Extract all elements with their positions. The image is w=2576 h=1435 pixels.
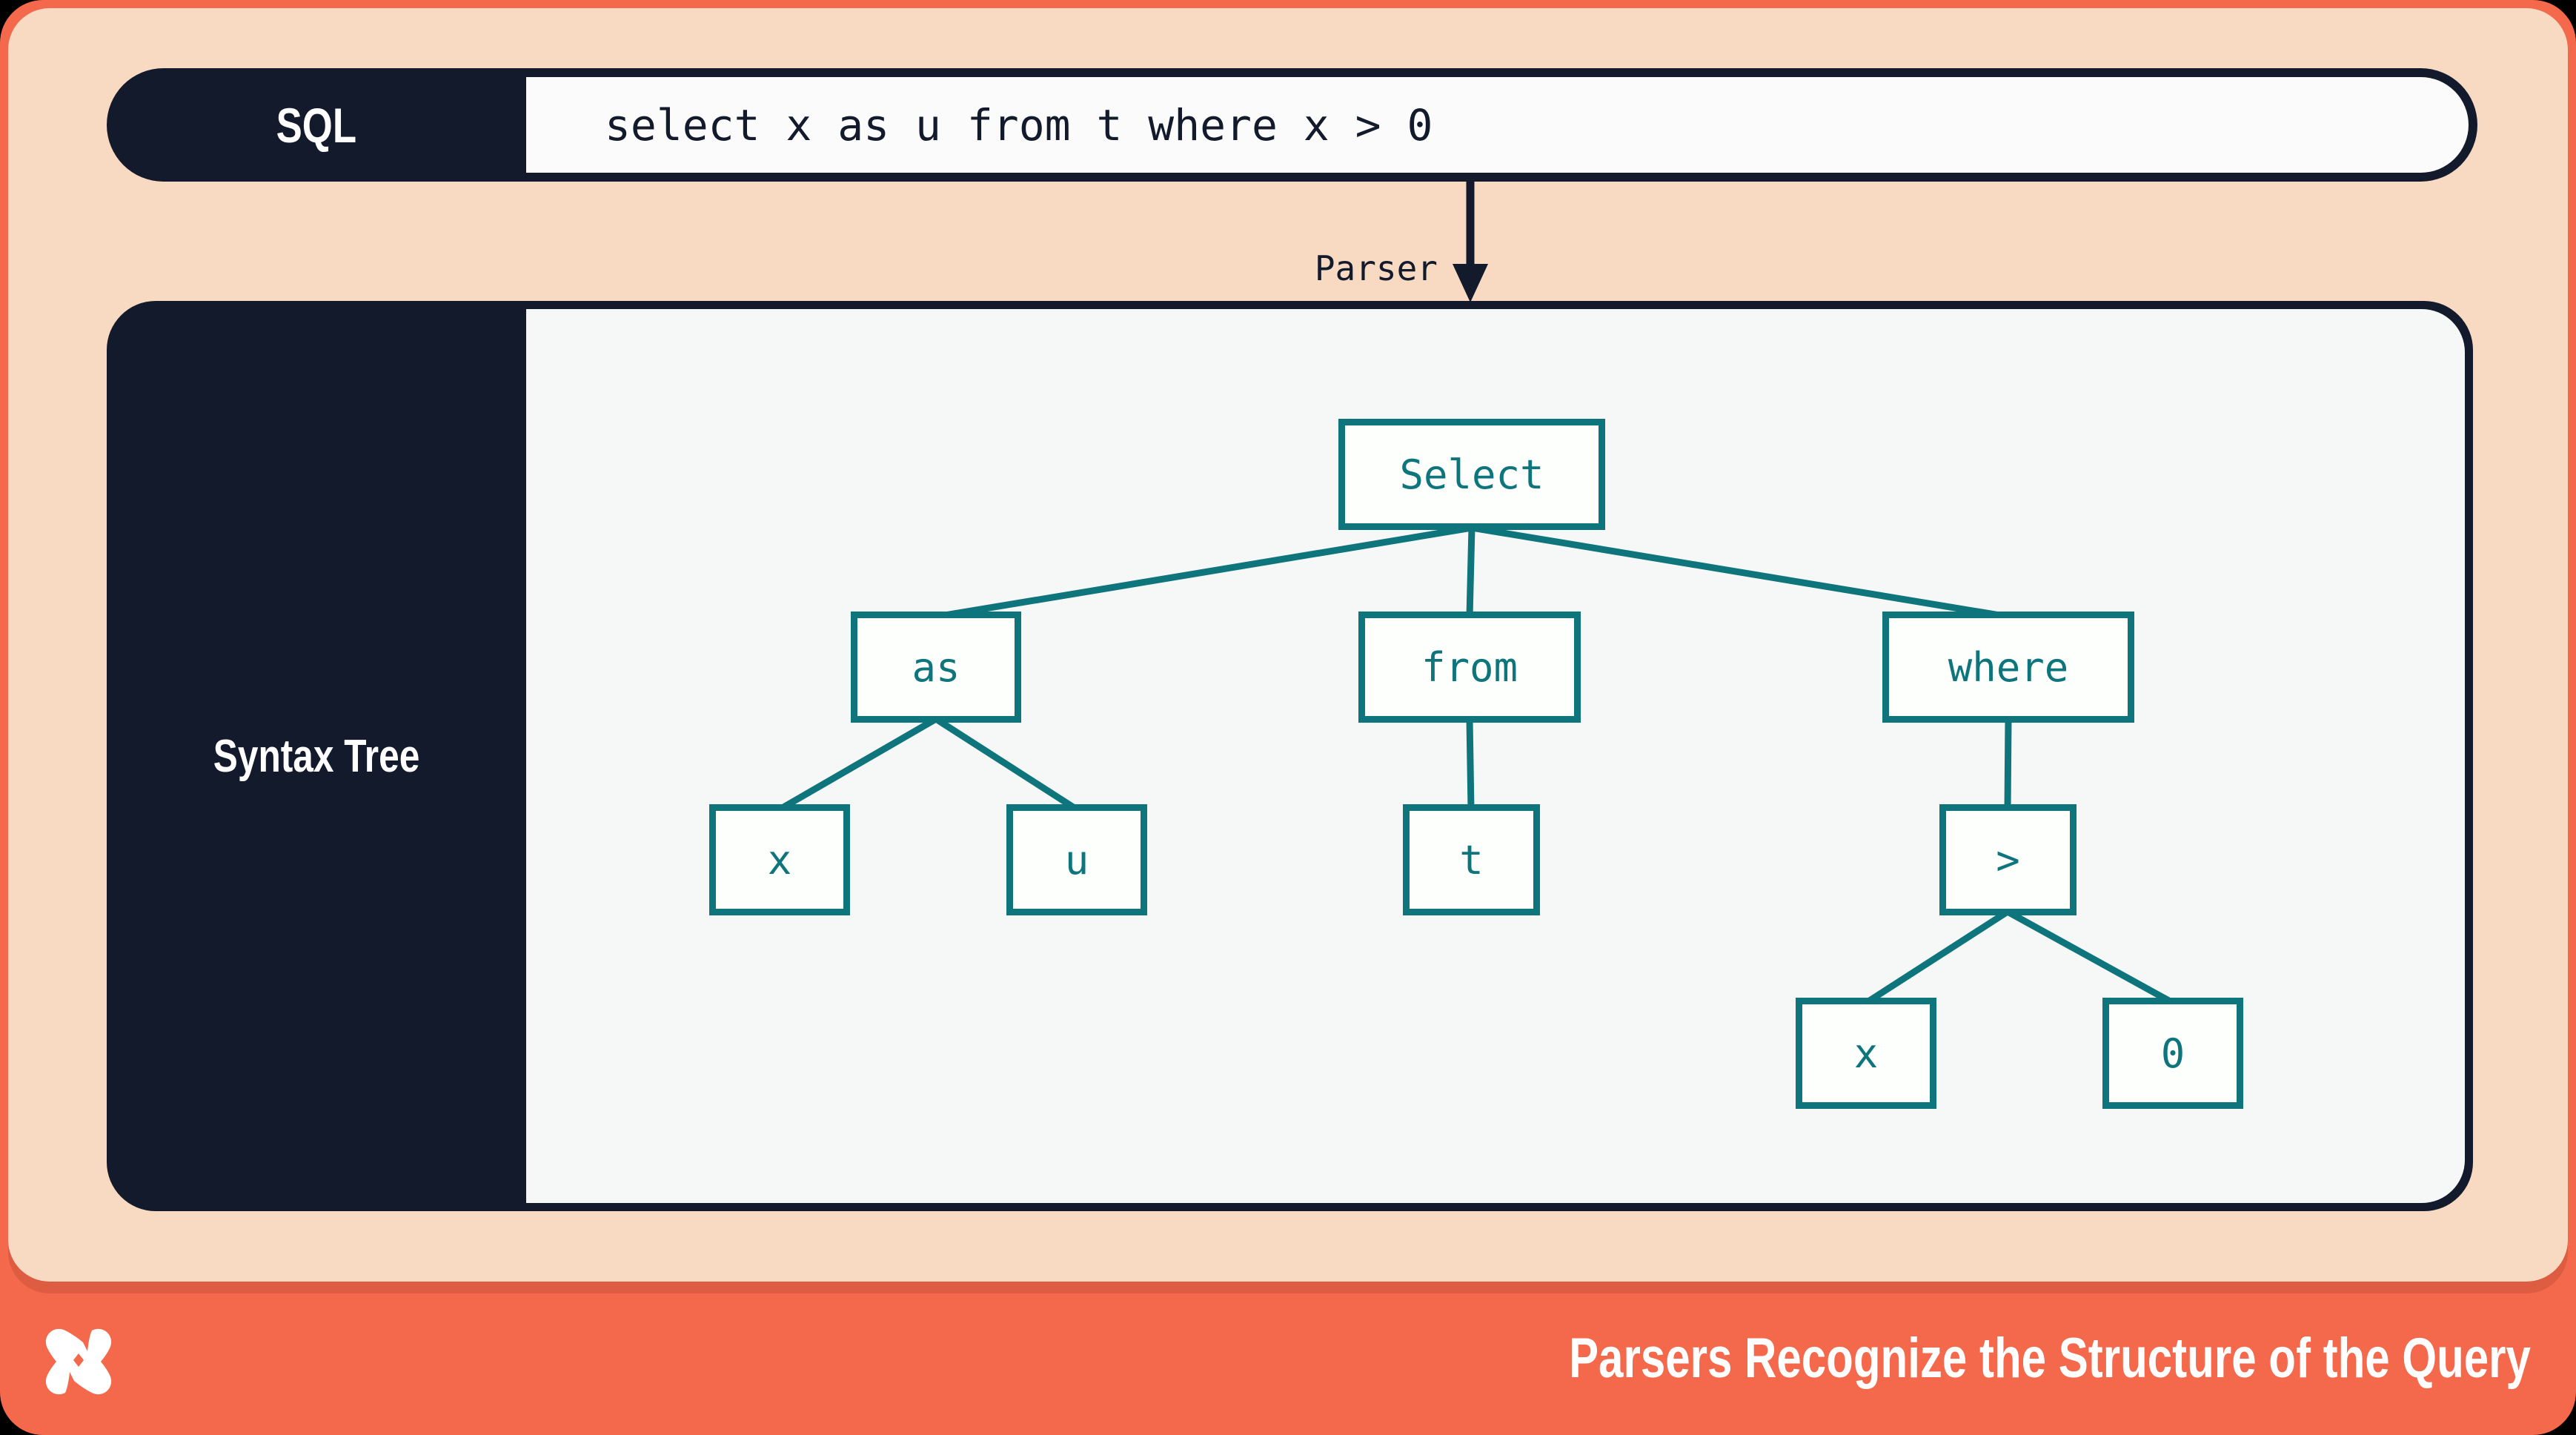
tree-node-label: Select — [1399, 451, 1544, 498]
tree-node-label: 0 — [2160, 1030, 2185, 1077]
footer-caption: Parsers Recognize the Structure of the Q… — [1569, 1327, 2531, 1390]
tree-node-as: as — [851, 612, 1021, 723]
tree-node-label: u — [1064, 836, 1089, 884]
tree-node-t: t — [1403, 804, 1540, 915]
tree-node-label: t — [1459, 836, 1484, 884]
tree-node-zero: 0 — [2102, 998, 2243, 1109]
tree-node-label: x — [767, 836, 792, 884]
tree-node-gt: > — [1939, 804, 2077, 915]
tree-node-label: > — [1996, 836, 2020, 884]
tree-node-x-alias: x — [709, 804, 850, 915]
tree-node-select: Select — [1338, 419, 1605, 530]
footer-bar: Parsers Recognize the Structure of the Q… — [0, 1282, 2576, 1435]
tree-node-u: u — [1006, 804, 1147, 915]
syntax-tree-sidebar: Syntax Tree — [107, 301, 526, 1211]
parser-label: Parser — [1314, 248, 1438, 288]
sql-bar-label-zone: SQL — [107, 68, 526, 182]
tree-node-x-cond: x — [1796, 998, 1936, 1109]
tree-node-label: from — [1421, 643, 1518, 691]
syntax-tree-label: Syntax Tree — [213, 730, 420, 782]
tree-node-label: where — [1948, 643, 2069, 691]
tree-node-from: from — [1358, 612, 1581, 723]
sql-code-zone: select x as u from t where x > 0 — [526, 77, 2469, 173]
sql-bar-label: SQL — [276, 97, 357, 153]
sql-query-text: select x as u from t where x > 0 — [605, 99, 1433, 150]
tree-node-label: x — [1853, 1030, 1879, 1077]
tree-node-label: as — [912, 643, 960, 691]
sql-bar: SQL select x as u from t where x > 0 — [107, 68, 2477, 182]
dolt-x-logo — [45, 1328, 112, 1395]
tree-node-where: where — [1882, 612, 2134, 723]
